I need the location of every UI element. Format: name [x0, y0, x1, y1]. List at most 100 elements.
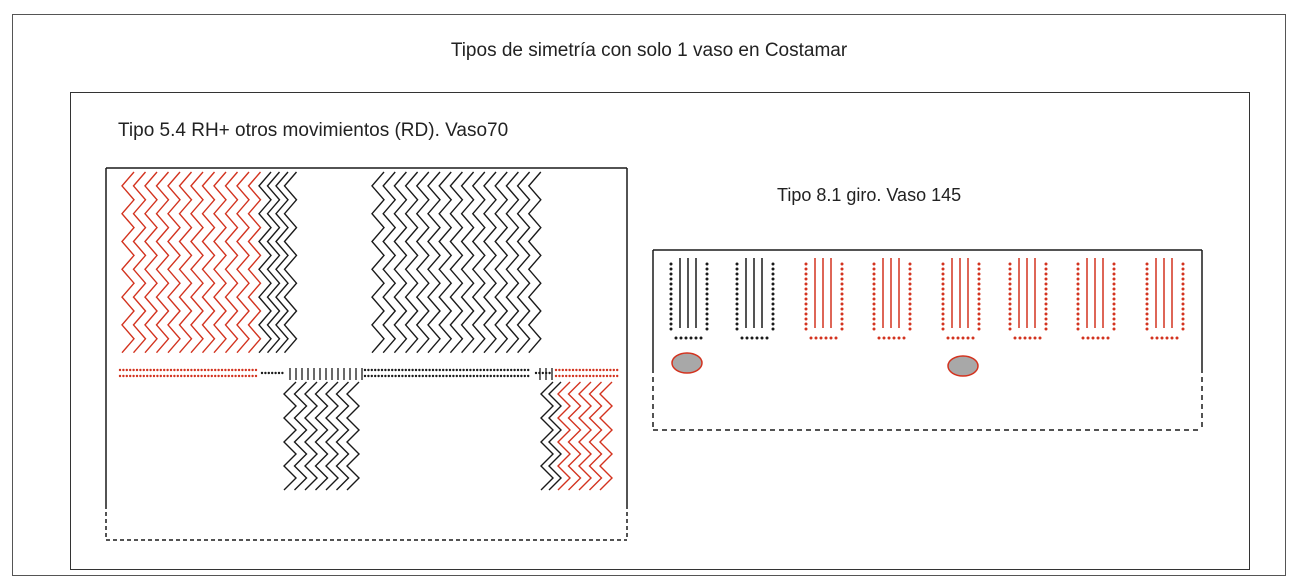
motif-2 — [735, 258, 775, 340]
dot — [735, 262, 739, 266]
dot — [489, 374, 492, 378]
dot — [193, 374, 196, 378]
dot — [448, 374, 452, 378]
dot — [1145, 322, 1149, 326]
dot — [669, 277, 673, 281]
dot — [612, 368, 615, 372]
dot — [941, 292, 945, 296]
motif-1 — [669, 258, 709, 340]
dot — [459, 368, 462, 372]
dot — [207, 368, 210, 372]
zigzag-line — [516, 171, 531, 354]
dot — [609, 368, 612, 372]
dot — [1008, 302, 1012, 306]
dot — [190, 374, 193, 378]
zigzag-line — [283, 171, 298, 354]
dot — [523, 374, 526, 378]
dot — [771, 322, 775, 326]
dot — [735, 287, 739, 291]
dot — [578, 368, 581, 372]
dot — [575, 368, 578, 372]
dot — [1181, 292, 1185, 296]
dot — [834, 336, 838, 340]
dot — [771, 272, 775, 276]
dot — [887, 336, 891, 340]
dot — [669, 267, 673, 271]
dot — [1165, 336, 1169, 340]
dot — [804, 287, 808, 291]
dot — [387, 368, 390, 372]
black-zigzag-block-upper-left — [258, 171, 298, 354]
dot — [1181, 272, 1185, 276]
dot — [705, 272, 709, 276]
dot — [705, 322, 709, 326]
dot — [217, 368, 220, 372]
dot — [872, 277, 876, 281]
motif-5 — [941, 258, 981, 340]
dot — [1170, 336, 1174, 340]
dot — [771, 287, 775, 291]
dot — [118, 374, 122, 378]
zigzag-line — [213, 171, 227, 354]
dot — [872, 267, 876, 271]
dot — [1145, 327, 1149, 331]
dot — [1044, 302, 1048, 306]
dot — [1091, 336, 1095, 340]
dot — [438, 368, 441, 372]
dot — [520, 368, 523, 372]
dot — [1044, 317, 1048, 321]
dot — [592, 374, 595, 378]
dot — [516, 368, 520, 372]
dot — [872, 262, 876, 266]
dot — [1044, 292, 1048, 296]
dot — [1076, 327, 1080, 331]
dot — [804, 297, 808, 301]
zigzag-line — [588, 381, 603, 491]
dot — [459, 374, 462, 378]
dot — [908, 317, 912, 321]
dot — [1181, 297, 1185, 301]
dot — [391, 374, 394, 378]
dot — [735, 272, 739, 276]
dot — [735, 307, 739, 311]
dot — [1076, 262, 1080, 266]
dot — [163, 374, 166, 378]
dot — [1112, 322, 1116, 326]
dot — [428, 368, 431, 372]
dot — [391, 368, 394, 372]
dot — [159, 368, 162, 372]
dot — [469, 374, 472, 378]
dot — [506, 374, 509, 378]
dot — [1044, 267, 1048, 271]
dot — [1081, 336, 1085, 340]
dot — [941, 302, 945, 306]
dot — [183, 374, 186, 378]
dot — [840, 327, 844, 331]
dot — [401, 368, 404, 372]
dot — [908, 282, 912, 286]
dot — [1175, 336, 1179, 340]
dot — [1044, 272, 1048, 276]
red-dot-row-2 — [118, 374, 258, 378]
dot — [241, 374, 244, 378]
dot — [367, 368, 370, 372]
dot — [977, 317, 981, 321]
dot — [1112, 282, 1116, 286]
zigzag-line — [557, 381, 571, 491]
dot — [674, 336, 678, 340]
dot — [705, 287, 709, 291]
dot — [771, 282, 775, 286]
dot — [421, 374, 424, 378]
dot — [771, 262, 775, 266]
dot — [274, 371, 277, 375]
dot — [1008, 282, 1012, 286]
dot — [496, 368, 499, 372]
dot — [1112, 307, 1116, 311]
dot — [840, 322, 844, 326]
dot — [394, 368, 397, 372]
dot — [588, 368, 592, 372]
dot — [1145, 317, 1149, 321]
dot — [561, 368, 564, 372]
dot — [877, 336, 881, 340]
dot — [387, 374, 390, 378]
